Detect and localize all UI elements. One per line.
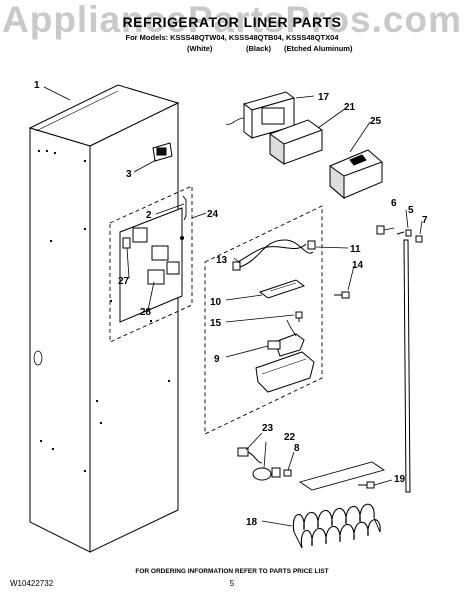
screw-19 bbox=[358, 481, 375, 489]
ordering-info: FOR ORDERING INFORMATION REFER TO PARTS … bbox=[135, 568, 329, 575]
callout: 24 bbox=[207, 209, 219, 220]
connector-23 bbox=[237, 447, 263, 464]
wire-harness bbox=[237, 239, 314, 268]
callout: 9 bbox=[214, 354, 220, 365]
screw-8 bbox=[283, 469, 292, 477]
callout: 5 bbox=[408, 205, 414, 216]
models-line: For Models: KSSS48QTW04, KSSS48QTB04, KS… bbox=[125, 33, 339, 42]
lamp-socket bbox=[267, 319, 305, 357]
lamp-bracket bbox=[258, 279, 306, 299]
leader-lines bbox=[43, 86, 423, 527]
callout: 23 bbox=[262, 423, 274, 434]
callout: 1 bbox=[34, 80, 40, 91]
callout: 3 bbox=[126, 169, 132, 180]
screw-14 bbox=[334, 291, 350, 299]
callout: 21 bbox=[344, 102, 356, 113]
end-cap-21 bbox=[269, 119, 323, 165]
page-title: REFRIGERATOR LINER PARTS bbox=[122, 14, 342, 30]
control-module-frame bbox=[109, 185, 193, 343]
document-number: W10422732 bbox=[10, 579, 54, 588]
callout: 8 bbox=[294, 443, 300, 454]
variant-etched-aluminum: (Etched Aluminum) bbox=[284, 44, 353, 53]
callout: 15 bbox=[210, 318, 222, 329]
variant-black: (Black) bbox=[246, 44, 272, 53]
callout: 13 bbox=[216, 255, 228, 266]
evaporator-coil bbox=[292, 461, 386, 549]
page-number: 5 bbox=[229, 579, 235, 588]
callout: 27 bbox=[118, 276, 130, 287]
variant-white: (White) bbox=[187, 44, 213, 53]
control-box-17 bbox=[225, 91, 296, 139]
callout: 19 bbox=[394, 474, 406, 485]
screw-15 bbox=[295, 311, 303, 322]
support-rail bbox=[376, 225, 423, 493]
liner-cabinet bbox=[28, 84, 180, 553]
switch-part-3 bbox=[152, 142, 173, 162]
callout: 22 bbox=[284, 432, 296, 443]
callout: 25 bbox=[370, 116, 382, 127]
callout: 2 bbox=[146, 210, 152, 221]
sensor-22 bbox=[252, 467, 281, 481]
callout: 7 bbox=[422, 215, 428, 226]
callout: 6 bbox=[391, 198, 397, 209]
callout: 17 bbox=[318, 92, 330, 103]
control-module-housing bbox=[119, 195, 187, 323]
callout: 11 bbox=[350, 244, 361, 255]
callout: 18 bbox=[246, 517, 258, 528]
light-housing-frame bbox=[204, 205, 323, 435]
callout: 14 bbox=[352, 260, 364, 271]
watermark: AppliancePartsPros.com bbox=[2, 0, 462, 40]
light-lens bbox=[255, 351, 315, 393]
callout: 10 bbox=[210, 297, 222, 308]
model-variants: (White) (Black) (Etched Aluminum) bbox=[0, 44, 464, 56]
callouts: 1 17 21 25 3 2 24 6 5 7 11 13 27 14 10 2… bbox=[34, 80, 428, 528]
callout: 28 bbox=[140, 307, 152, 318]
end-cap-25 bbox=[329, 149, 383, 200]
